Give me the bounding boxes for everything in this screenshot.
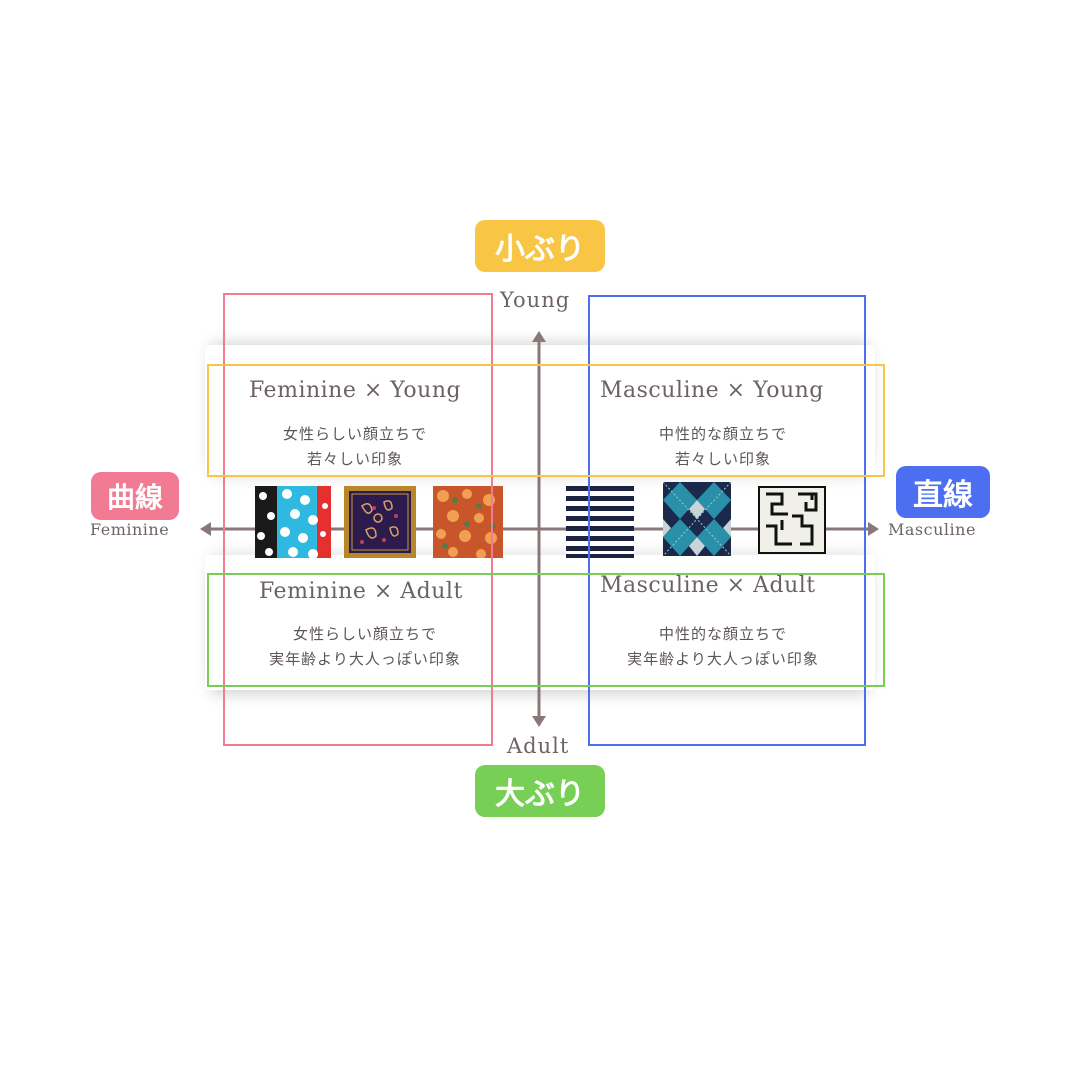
axis-arrow-right-icon [868, 522, 879, 536]
axis-label-masculine: Masculine [888, 520, 976, 539]
axis-arrow-up-icon [532, 331, 546, 342]
adult-frame [207, 573, 885, 687]
feminine-young-title: Feminine × Young [249, 378, 462, 403]
feminine-adult-desc: 女性らしい顔立ちで 実年齢より大人っぽい印象 [240, 622, 490, 672]
feminine-young-desc: 女性らしい顔立ちで 若々しい印象 [240, 422, 470, 472]
feminine-adult-desc-line2: 実年齢より大人っぽい印象 [269, 650, 461, 668]
stripe-swatch [566, 486, 634, 558]
feminine-young-desc-line2: 若々しい印象 [306, 450, 403, 468]
masculine-adult-desc-line2: 実年齢より大人っぽい印象 [627, 650, 819, 668]
young-frame [207, 364, 885, 477]
feminine-adult-title: Feminine × Adult [259, 579, 463, 604]
masculine-young-desc: 中性的な顔立ちで 若々しい印象 [608, 422, 838, 472]
axis-label-adult: Adult [507, 734, 570, 758]
masculine-adult-desc: 中性的な顔立ちで 実年齢より大人っぽい印象 [598, 622, 848, 672]
paisley-swatch [344, 486, 416, 558]
axis-label-feminine: Feminine [90, 520, 170, 539]
polka-dot-swatch [255, 486, 331, 558]
masculine-adult-desc-line1: 中性的な顔立ちで [658, 625, 787, 643]
geometric-swatch [758, 486, 826, 554]
axis-arrow-down-icon [532, 716, 546, 727]
masculine-adult-title: Masculine × Adult [600, 573, 816, 598]
feminine-frame [223, 293, 493, 746]
badge-straight: 直線 [896, 466, 990, 518]
argyle-swatch [663, 482, 731, 556]
feminine-young-desc-line1: 女性らしい顔立ちで [282, 425, 427, 443]
axis-label-young: Young [500, 288, 571, 312]
axis-arrow-left-icon [200, 522, 211, 536]
masculine-young-desc-line2: 若々しい印象 [674, 450, 771, 468]
badge-curve: 曲線 [91, 472, 179, 520]
masculine-frame [588, 295, 866, 746]
masculine-young-title: Masculine × Young [600, 378, 824, 403]
badge-large-size: 大ぶり [475, 765, 605, 817]
badge-small-size: 小ぶり [475, 220, 605, 272]
masculine-young-desc-line1: 中性的な顔立ちで [658, 425, 787, 443]
feminine-adult-desc-line1: 女性らしい顔立ちで [292, 625, 437, 643]
